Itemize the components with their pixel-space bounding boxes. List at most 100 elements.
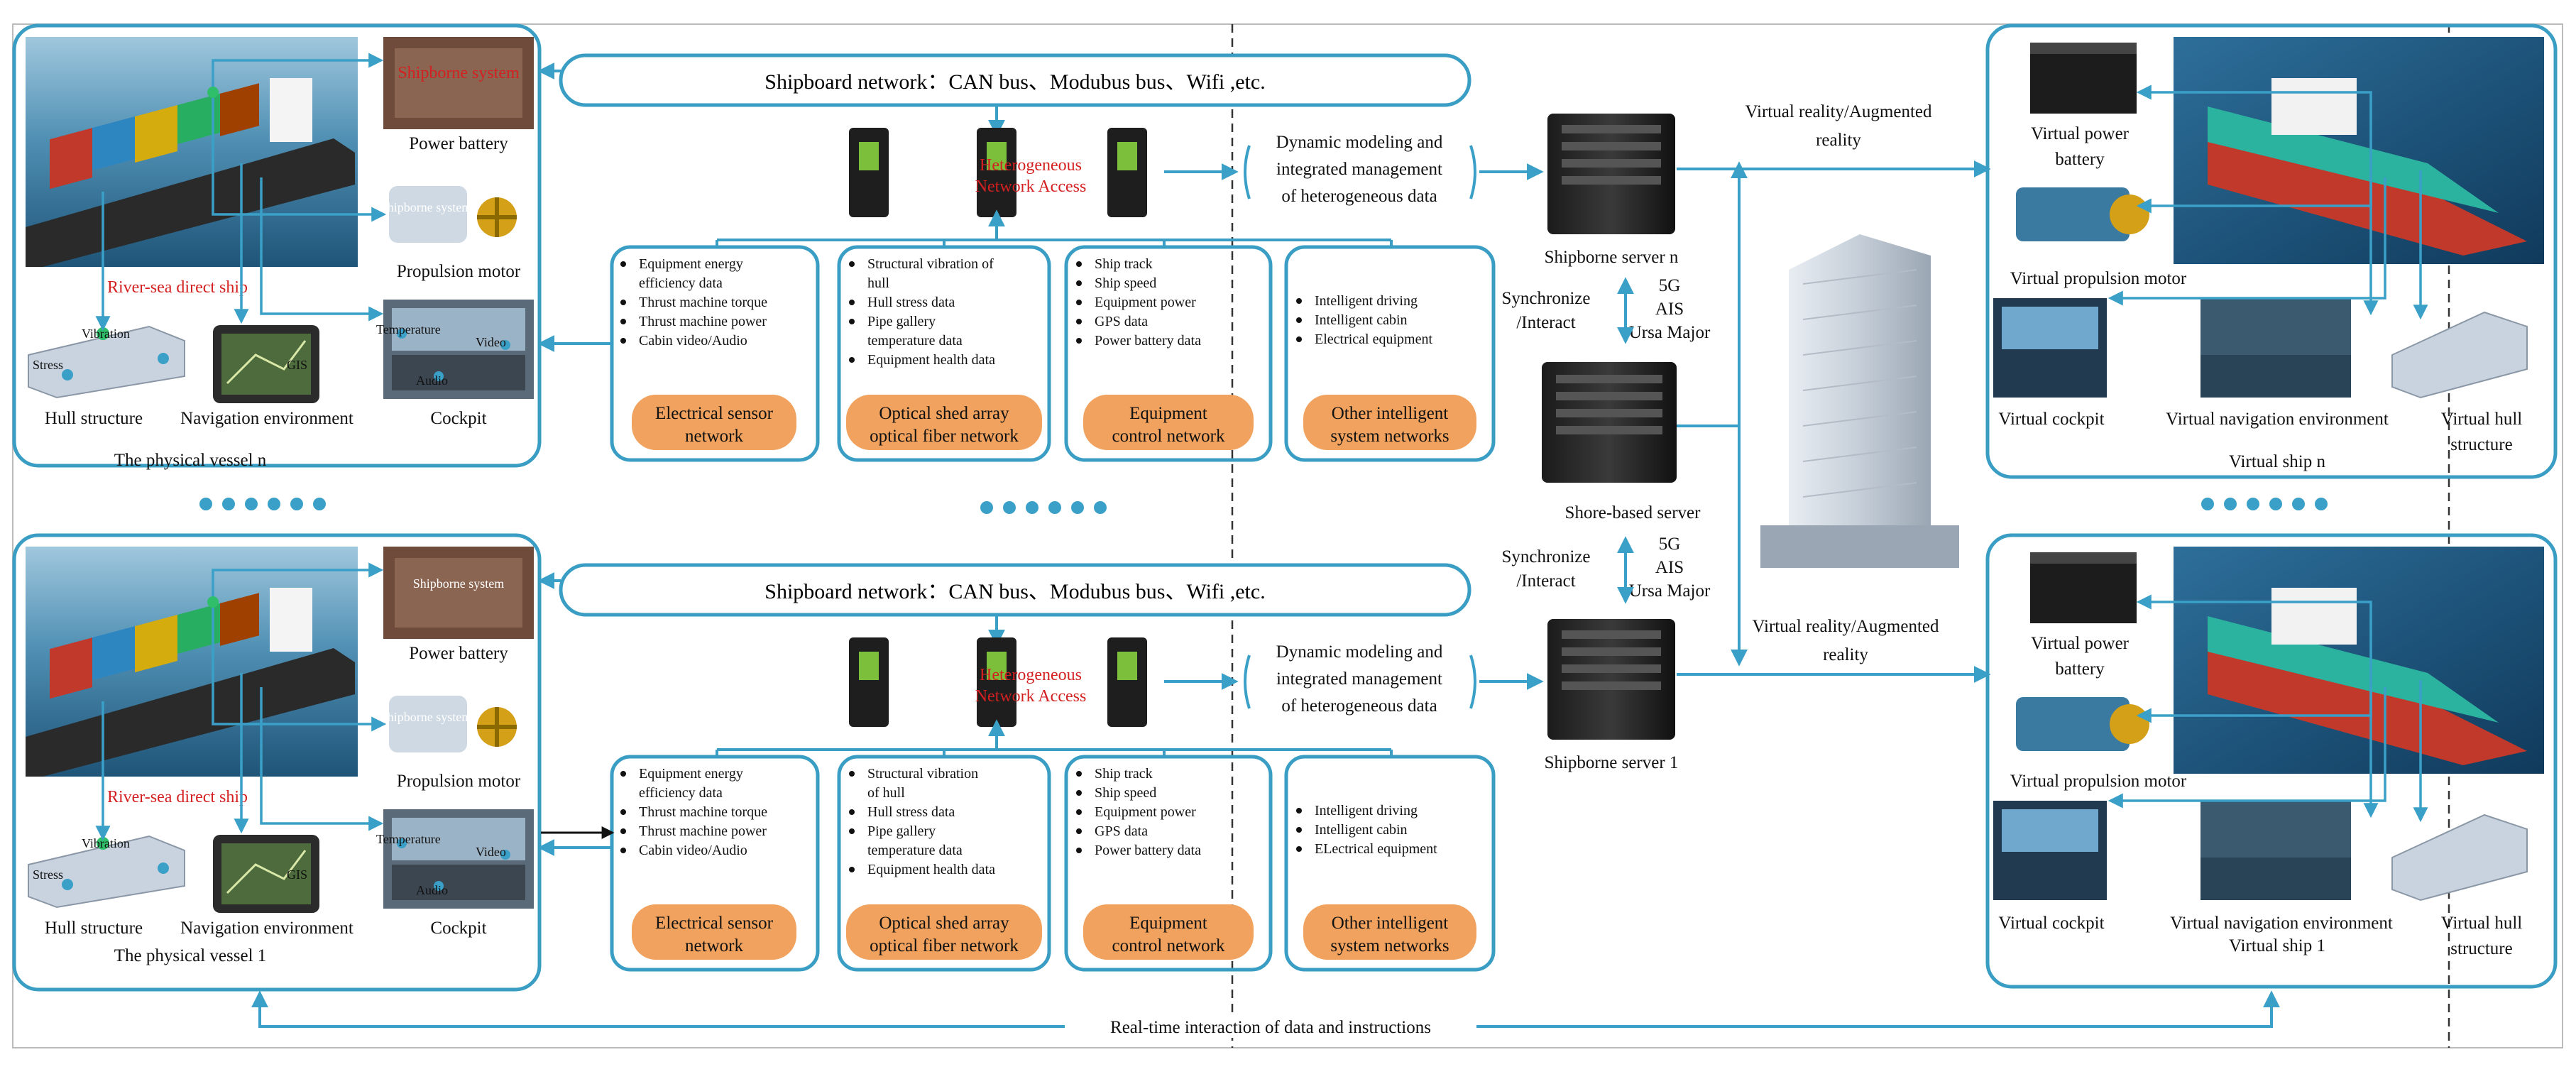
bullet-dot [1076,771,1082,777]
river-sea-label-1: River-sea direct ship [107,788,248,806]
navigation-device-image [213,325,319,403]
ship-photo-1 [26,547,358,777]
dynamic-modeling-line1-1: Dynamic modeling and [1276,642,1443,662]
sub-network-pill-label: control network [1112,936,1225,955]
sub-network-bullet-text: Electrical equipment [1315,332,1432,347]
temperature-label: Temperature [376,322,441,336]
sub-network-bullet-text: Hull stress data [867,295,955,310]
bullet-dot [849,771,855,777]
shipboard-network-capsule-1 [559,563,1471,617]
bullet-dot [1076,790,1082,796]
sub-network-bullet-text: Pipe gallery [867,314,936,329]
sub-network-pill-label: Optical shed array [879,914,1009,933]
shipborne-system-label-2: Shipborne system [380,200,472,214]
sub-network-bullet-text: GPS data [1095,823,1148,839]
navigation-device-image-1 [213,835,319,913]
vr-label-bottom-line1: Virtual reality/Augmented [1752,617,1939,636]
bullet-dot [1076,261,1082,267]
virtual-power-battery-line2-1: battery [2055,659,2105,679]
sub-network-bullet-text: Ship track [1095,766,1153,782]
sub-network-optical-n [837,245,1051,462]
stress-label: Stress [33,358,63,372]
sub-network-bullet-text: Thrust machine torque [639,804,767,820]
sub-network-optical-1 [837,755,1051,972]
virtual-propulsion-motor-label: Virtual propulsion motor [2010,269,2187,288]
physical-vessel-n-frame [12,23,542,468]
virtual-navigation-label-1: Virtual navigation environment [2170,914,2393,933]
shipborne-server-n-image [1547,114,1675,234]
bullet-dot [849,261,855,267]
sub-network-bullet-text: Ship track [1095,256,1153,272]
stress-label-1: Stress [33,867,63,882]
bullet-dot [1296,317,1302,323]
power-battery-image-1: Shipborne system [383,547,534,639]
bullet-dot [849,300,855,305]
gateway-device-2b [977,637,1016,727]
gateway-device-3b [1107,637,1147,727]
sub-network-bullet-text: temperature data [867,843,963,858]
sub-network-bullet-text: hull [867,275,890,291]
gis-label-1: GIS [287,867,307,882]
outer-frame [12,23,2563,1048]
audio-label: Audio [416,373,448,388]
virtual-ship-1-caption: Virtual ship 1 [2229,936,2325,955]
gateway-device-2 [977,128,1016,217]
physical-vessel-n-caption: The physical vessel n [114,451,267,470]
ship-photo [26,37,358,267]
heterogeneous-access-line1: Heterogeneous [980,156,1082,175]
sub-network-pill-label: Electrical sensor [655,404,774,423]
realtime-interaction-label: Real-time interaction of data and instru… [1110,1018,1431,1037]
sub-network-pill-label: Equipment [1129,914,1207,933]
virtual-hull-line2: structure [2450,435,2512,454]
temperature-label-1: Temperature [376,832,441,846]
vr-label-top-line2: reality [1816,131,1861,150]
sub-network-bullet-text: Structural vibration [867,766,978,782]
physical-vessel-1: Shipborne system Power battery Shipborne… [12,533,542,992]
virtual-power-battery-line1-1: Virtual power [2031,634,2130,653]
shipboard-network-text-1: Shipboard network：CAN bus、Modubus bus、Wi… [764,580,1265,603]
cockpit-label: Cockpit [430,409,486,428]
bullet-dot [1076,319,1082,324]
shipboard-network-capsule [559,53,1471,107]
bullet-dot [849,828,855,834]
propulsion-motor-label-1: Propulsion motor [397,772,521,791]
virtual-ship-photo-1 [2174,547,2544,774]
bullet-dot [1076,848,1082,853]
virtual-ship-1: Virtual power battery Virtual propulsion… [1985,533,2558,989]
bullet-dot [620,319,626,324]
physical-vessel-1-caption: The physical vessel 1 [114,946,267,965]
dynamic-modeling-line2-1: integrated management [1276,669,1442,689]
virtual-cockpit-label-1: Virtual cockpit [1998,914,2104,933]
heterogeneous-access-line2: Network Access [975,177,1087,196]
sub-network-other-1 [1284,755,1496,972]
virtual-navigation-image [2200,298,2351,398]
sub-network-bullet-text: Equipment health data [867,862,995,877]
shore-building-image [1760,234,1959,568]
sub-network-bullet-text: Thrust machine power [639,823,767,839]
virtual-ship-photo [2174,37,2544,264]
virtual-power-battery-line2: battery [2055,150,2105,169]
audio-label-1: Audio [416,883,448,897]
virtual-cockpit-image [1993,298,2107,398]
dynamic-modeling-line2: integrated management [1276,160,1442,179]
link-ais-top: AIS [1655,300,1684,319]
bullet-dot [849,319,855,324]
power-battery-label: Power battery [409,134,508,153]
sub-network-pill-label: network [685,427,743,446]
virtual-hull-line2-1: structure [2450,939,2512,958]
virtual-propulsion-motor-label-1: Virtual propulsion motor [2010,772,2187,791]
sub-network-bullet-text: Equipment energy [639,766,743,782]
sub-network-pill-label: control network [1112,427,1225,446]
sub-network-control-n [1064,245,1273,462]
sub-network-pill-label: network [685,936,743,955]
sync-bottom-line1: Synchronize [1502,547,1591,566]
virtual-hull-image [2391,311,2528,399]
bullet-dot [1296,808,1302,814]
sub-network-bullet-text: Ship speed [1095,275,1156,291]
propulsion-motor-label: Propulsion motor [397,262,521,281]
vr-label-bottom-line2: reality [1823,645,1868,664]
sub-network-bullet-text: Equipment energy [639,256,743,272]
bullet-dot [620,809,626,815]
